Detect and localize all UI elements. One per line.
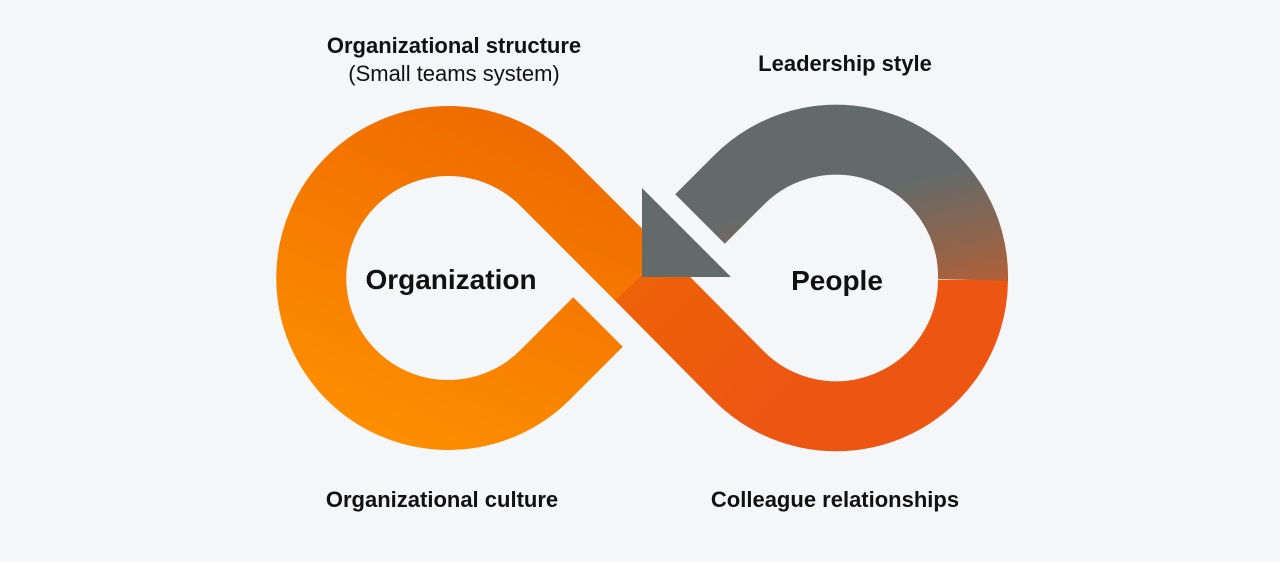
- leadership-arrow-head: [642, 188, 731, 277]
- leadership-style-label: Leadership style: [758, 51, 932, 76]
- organization-node-label: Organization: [365, 264, 537, 295]
- organization-loop: [276, 106, 665, 450]
- organizational-structure-title: Organizational structure: [326, 33, 582, 58]
- people-loop-upper: [675, 104, 1009, 281]
- organizational-structure-subtitle: (Small teams system): [348, 61, 560, 86]
- people-node-label: People: [791, 265, 883, 296]
- colleague-relationships-label: Colleague relationships: [710, 487, 960, 512]
- organizational-structure-label: Organizational structure (Small teams sy…: [327, 32, 581, 88]
- people-loop-lower: [615, 251, 1008, 452]
- organizational-culture-label: Organizational culture: [325, 487, 559, 512]
